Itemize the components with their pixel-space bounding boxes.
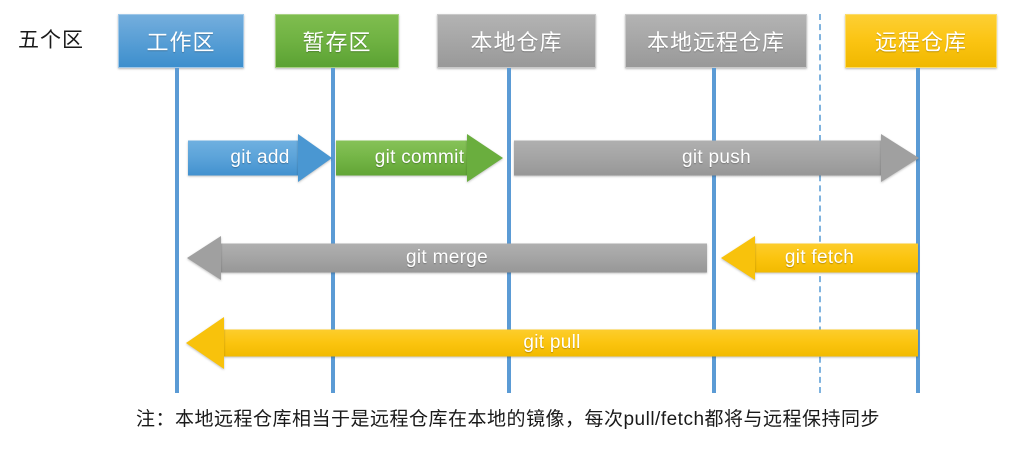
zone-box-3[interactable]: 本地远程仓库	[625, 14, 807, 68]
arrow-head-right-icon	[881, 133, 919, 182]
local-remote-boundary-dashed-line	[819, 14, 821, 393]
lifeline-2	[507, 68, 511, 393]
zone-box-1[interactable]: 暂存区	[275, 14, 399, 68]
arrow-git-merge[interactable]: git merge	[187, 236, 707, 280]
lifeline-1	[331, 68, 335, 393]
zone-label: 本地仓库	[470, 30, 563, 55]
zone-label: 远程仓库	[874, 30, 967, 55]
arrow-head-left-icon	[721, 236, 755, 280]
arrow-head-right-icon	[298, 133, 332, 182]
zone-label: 工作区	[146, 30, 216, 55]
arrow-shaft	[188, 140, 298, 175]
zone-label: 暂存区	[302, 30, 372, 55]
arrow-shaft	[755, 243, 918, 273]
zone-box-0[interactable]: 工作区	[118, 14, 244, 68]
arrow-shaft	[514, 140, 881, 175]
arrow-head-right-icon	[467, 133, 503, 182]
arrow-shaft	[224, 329, 918, 356]
diagram-caption: 五个区	[18, 29, 84, 52]
arrow-git-fetch[interactable]: git fetch	[721, 236, 918, 280]
arrow-head-left-icon	[187, 236, 221, 280]
zone-box-4[interactable]: 远程仓库	[845, 14, 997, 68]
arrow-git-push[interactable]: git push	[514, 133, 919, 182]
arrow-head-left-icon	[186, 316, 224, 369]
zone-box-2[interactable]: 本地仓库	[437, 14, 596, 68]
arrow-git-add[interactable]: git add	[188, 133, 332, 182]
zone-label: 本地远程仓库	[646, 30, 785, 55]
arrow-git-commit[interactable]: git commit	[336, 133, 503, 182]
lifeline-0	[175, 68, 179, 393]
lifeline-3	[712, 68, 716, 393]
lifeline-4	[916, 68, 920, 393]
footnote-text: 注：本地远程仓库相当于是远程仓库在本地的镜像，每次pull/fetch都将与远程…	[135, 409, 881, 430]
arrow-shaft	[336, 140, 467, 175]
arrow-git-pull[interactable]: git pull	[186, 316, 918, 369]
arrow-shaft	[221, 243, 707, 273]
